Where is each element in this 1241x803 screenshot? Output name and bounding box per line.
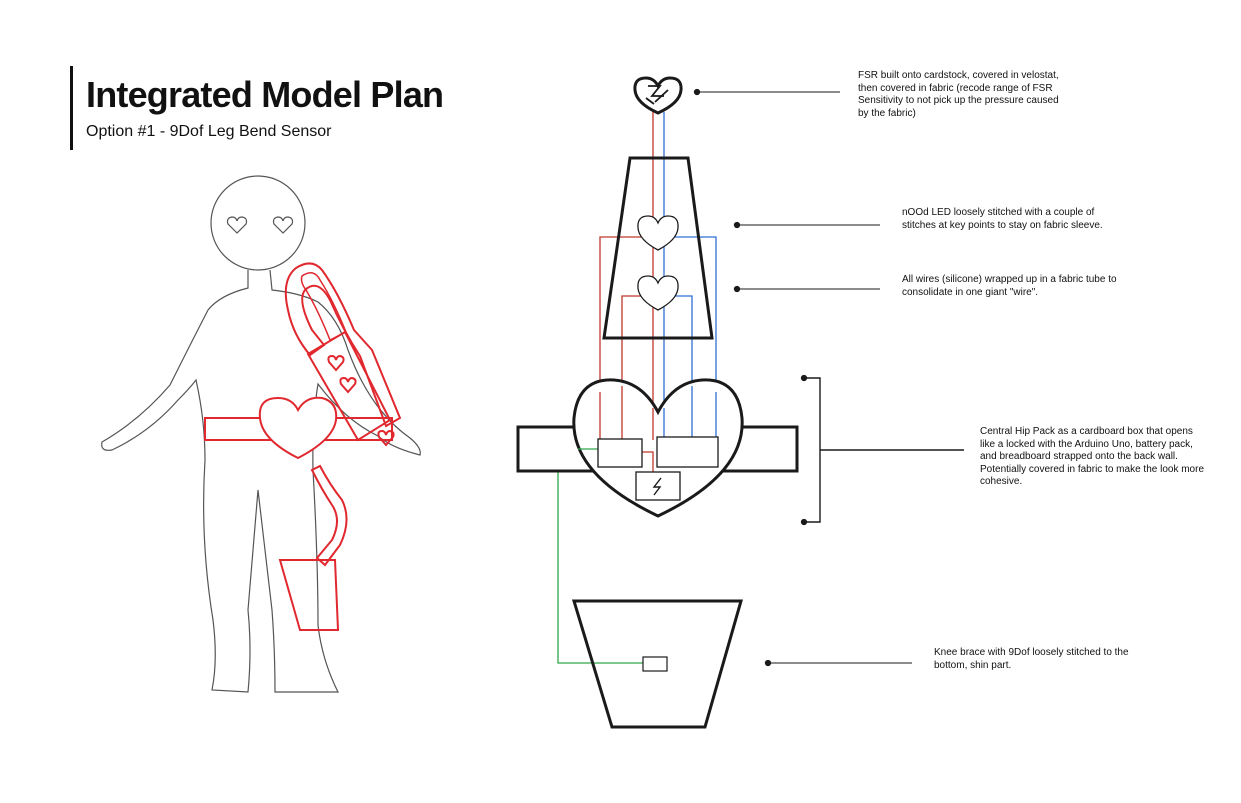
led1-wire-blue: [674, 236, 717, 440]
figure-knee-brace: [278, 559, 340, 631]
lightning-bolt-icon: [652, 477, 662, 496]
leader-fsr-dot: [693, 88, 701, 96]
chest-sleeve: [306, 330, 392, 442]
sleeve-outline: [602, 156, 714, 340]
chest-sleeve-heart-1-icon: [327, 354, 345, 372]
wire-bundle-inner: [578, 386, 717, 472]
inner-wire-red-4: [642, 451, 654, 472]
led1-wire-red: [599, 236, 642, 440]
figure-head: [210, 175, 306, 271]
battery-pack-box: [635, 471, 681, 501]
figure-hip-heart: [258, 396, 338, 460]
knee-brace-outline: [571, 599, 743, 729]
page-subtitle: Option #1 - 9Dof Leg Bend Sensor: [86, 123, 332, 140]
breadboard-box: [656, 436, 719, 468]
leader-nood-dot: [733, 221, 741, 229]
chest-sleeve-heart-2-icon: [339, 376, 357, 394]
fabric-sleeve: [602, 156, 714, 340]
leader-hip-dot-top: [800, 374, 808, 382]
fsr-arrows-icon: [645, 85, 669, 105]
knee-brace: [571, 599, 743, 729]
annotation-nood-led: nOOd LED loosely stitched with a couple …: [902, 207, 1103, 231]
heart-eye-left-icon: [226, 216, 248, 234]
leader-lines: [693, 88, 964, 667]
figure-wearable-system: [204, 262, 402, 631]
nood-leds: [637, 215, 679, 311]
leader-hip-bracket: [804, 377, 964, 523]
annotation-wires: All wires (silicone) wrapped up in a fab…: [902, 274, 1117, 298]
page-title: Integrated Model Plan: [86, 74, 444, 115]
human-figure: [101, 175, 421, 693]
hip-pack-components: [597, 436, 719, 501]
leader-wires-dot: [733, 285, 741, 293]
nood-led-heart-2-icon: [637, 275, 679, 311]
title-accent-bar: [70, 66, 73, 150]
arduino-uno-box: [597, 438, 643, 468]
nood-led-heart-1-icon: [637, 215, 679, 251]
heart-eye-right-icon: [272, 216, 294, 234]
figure-body-outline: [101, 269, 421, 693]
annotation-fsr: FSR built onto cardstock, covered in vel…: [858, 70, 1059, 119]
leader-knee-dot: [764, 659, 772, 667]
leg-wire-channel: [310, 464, 348, 567]
annotation-knee-brace: Knee brace with 9Dof loosely stitched to…: [934, 647, 1129, 671]
shoulder-strap: [284, 262, 402, 428]
leader-hip-dot-bottom: [800, 518, 808, 526]
nine-dof-sensor-box: [642, 656, 668, 672]
fsr-sensor: [633, 76, 683, 115]
annotation-hip-pack: Central Hip Pack as a cardboard box that…: [980, 426, 1204, 487]
